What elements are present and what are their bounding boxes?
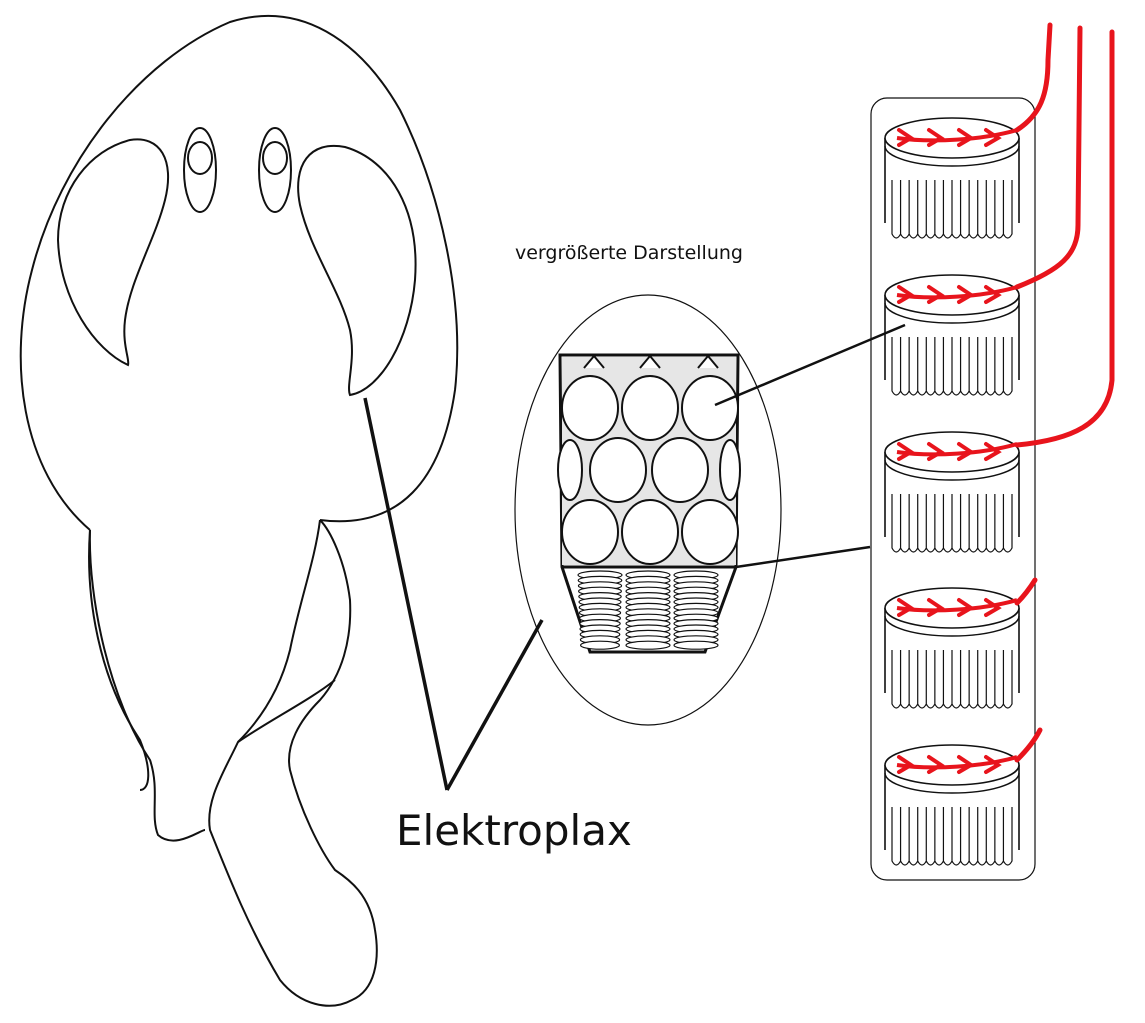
zoom-caption: vergrößerte Darstellung [515, 242, 743, 264]
electrocyte-1 [884, 117, 1020, 239]
top-notch-0 [583, 354, 605, 369]
nerve-ending-1 [896, 128, 1018, 147]
ray-right-electric-organ [297, 144, 417, 397]
electric-ray-outline [19, 14, 459, 1007]
cell-2-0 [561, 499, 619, 565]
electrocyte-rim [884, 459, 1020, 481]
ray-pelvic-fin [237, 679, 336, 743]
electrocyte-2 [884, 274, 1020, 396]
cell-0-1 [621, 375, 679, 441]
nerve-fiber-3 [1014, 29, 1115, 448]
cell-1-1 [651, 437, 709, 503]
electrocyte-side [884, 765, 1020, 850]
ray-disc-outline [19, 14, 459, 791]
nerve-arrowhead-0 [897, 442, 915, 461]
ray-left-electric-organ [56, 138, 170, 367]
electrocyte-villi [891, 494, 1013, 553]
electrocyte-rim [884, 145, 1020, 167]
electrocyte-5 [884, 744, 1020, 866]
zoom-connector-lines [714, 323, 906, 569]
nerve-arrowhead-3 [984, 285, 1002, 304]
nerve-ending-4 [896, 598, 1018, 617]
nerve-fiber-1 [1014, 22, 1053, 133]
disc-2-13 [673, 640, 719, 650]
ray-left-eye-outer [183, 127, 217, 213]
disc-0-13 [579, 640, 620, 650]
electrocyte-side [884, 295, 1020, 380]
connector-bottom [735, 545, 871, 569]
disc-1-13 [625, 640, 671, 650]
electrocyte-side [884, 608, 1020, 693]
nerve-arrowhead-1 [927, 442, 945, 461]
electrocyte-3 [884, 431, 1020, 553]
nerve-arrowhead-0 [897, 285, 915, 304]
electrocyte-rim [884, 302, 1020, 324]
nerve-arrowhead-1 [927, 755, 945, 774]
nerve-fiber-5 [1014, 727, 1043, 763]
connector-top [714, 323, 906, 407]
cell-1-0 [589, 437, 647, 503]
nerve-arrowhead-0 [897, 755, 915, 774]
ray-tail [208, 519, 378, 1007]
nerve-arrowhead-2 [957, 598, 975, 617]
electrocyte-side [884, 138, 1020, 223]
top-notch-1 [639, 354, 661, 369]
nerve-arrowhead-0 [897, 128, 915, 147]
cell-edge-right [719, 439, 741, 501]
electrocyte-rim [884, 772, 1020, 794]
electrocyte-villi [891, 650, 1013, 709]
cell-2-2 [681, 499, 739, 565]
nerve-fiber-2 [1014, 25, 1083, 290]
nerve-arrowhead-1 [927, 598, 945, 617]
nerve-arrowhead-0 [897, 598, 915, 617]
nerve-ending-5 [896, 755, 1018, 774]
top-notch-2 [697, 354, 719, 369]
electrocyte-4 [884, 587, 1020, 709]
nerve-ending-3 [896, 442, 1018, 461]
nerve-arrowhead-3 [984, 442, 1002, 461]
pointer-to-organ [363, 397, 449, 791]
nerve-arrowhead-2 [957, 285, 975, 304]
nerve-arrowhead-1 [927, 128, 945, 147]
ray-left-eye-inner [187, 141, 213, 175]
cell-0-0 [561, 375, 619, 441]
elektroplax-label: Elektroplax [396, 806, 632, 855]
ray-right-eye-outer [258, 127, 292, 213]
nerve-fibers [1014, 22, 1115, 763]
zoom-ellipse [514, 294, 782, 726]
electrocyte-stack [884, 117, 1020, 866]
electrocyte-villi [891, 807, 1013, 866]
nerve-fiber-4 [1014, 577, 1038, 606]
nerve-arrowhead-1 [927, 285, 945, 304]
electrocyte-villi [891, 180, 1013, 239]
electrocyte-stack-frame [870, 97, 1036, 881]
zoomed-tissue-block [557, 353, 741, 654]
ray-right-eye-inner [262, 141, 288, 175]
electrocyte-rim [884, 615, 1020, 637]
nerve-ending-2 [896, 285, 1018, 304]
ray-left-fin [88, 529, 206, 842]
electrocyte-side [884, 452, 1020, 537]
nerve-arrowhead-2 [957, 442, 975, 461]
label-pointer-lines [363, 397, 544, 791]
nerve-arrowhead-3 [984, 755, 1002, 774]
nerve-arrowhead-3 [984, 128, 1002, 147]
nerve-arrowhead-3 [984, 598, 1002, 617]
electrocyte-villi [891, 337, 1013, 396]
cell-0-2 [681, 375, 739, 441]
nerve-arrowhead-2 [957, 755, 975, 774]
nerve-arrowhead-2 [957, 128, 975, 147]
cell-edge-left [557, 439, 583, 501]
pointer-to-zoom [445, 619, 544, 791]
cell-2-1 [621, 499, 679, 565]
